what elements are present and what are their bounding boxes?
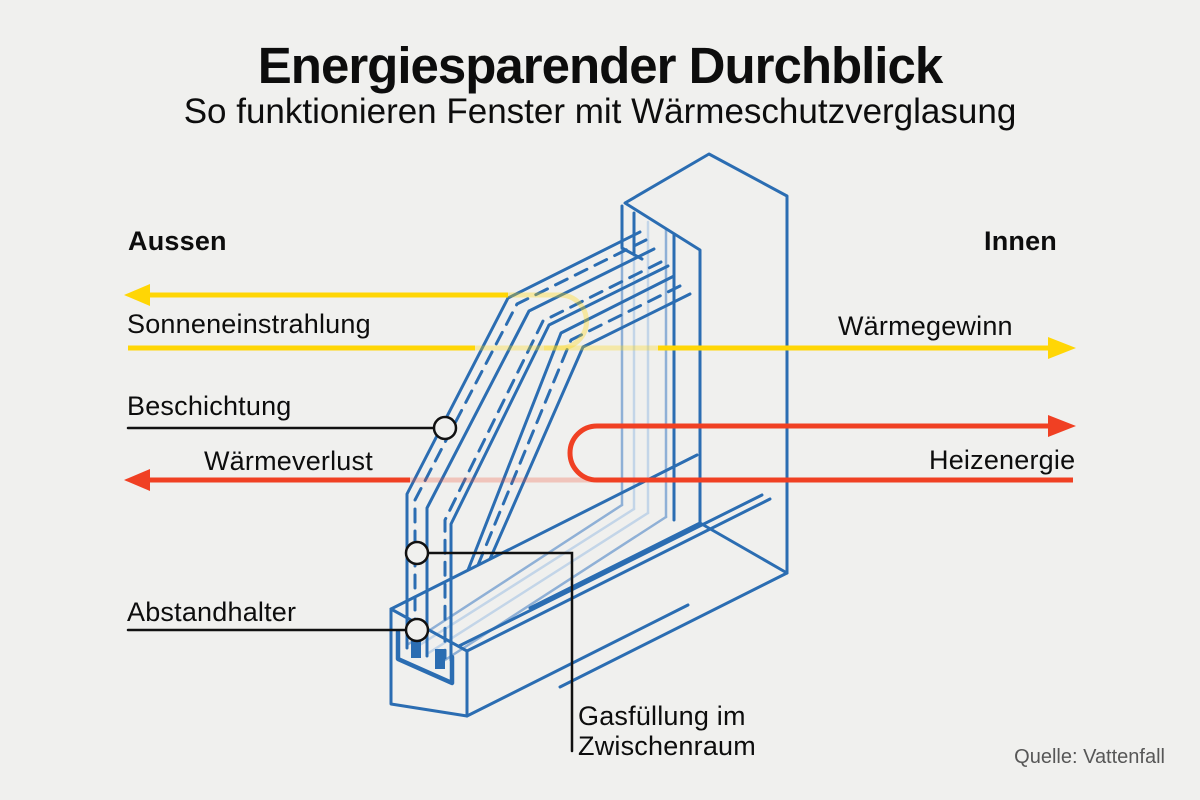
- frame-bottom-edge: [558, 571, 789, 689]
- coating-dashed-line: [443, 260, 663, 660]
- spacer-label: Abstandhalter: [127, 597, 297, 627]
- source-credit: Quelle: Vattenfall: [1014, 746, 1165, 768]
- sill-glazing-groove: [395, 629, 455, 686]
- inside-label: Innen: [984, 226, 1057, 256]
- spacer-marker-ring: [404, 617, 430, 643]
- solar-radiation-label: Sonneneinstrahlung: [127, 309, 371, 339]
- solar-reflection-arrowhead: [124, 284, 150, 306]
- gas-marker-ring: [404, 540, 430, 566]
- glass-pane-line: [425, 247, 656, 658]
- coating-marker-ring: [432, 415, 458, 441]
- coating-dashed-line: [413, 238, 648, 652]
- callout-leaders: [126, 415, 574, 753]
- glass-pane-line: [405, 230, 642, 650]
- glass-pane-bottom-edge: [413, 507, 636, 650]
- spacer-bar: [435, 649, 445, 669]
- coating-dashed-line: [476, 284, 682, 567]
- glass-pane-bottom-edge: [405, 503, 624, 647]
- gas-fill-label: Gasfüllung im Zwischenraum: [578, 701, 756, 761]
- heat-flow: [124, 415, 1076, 491]
- coating-label: Beschichtung: [127, 391, 292, 421]
- heat-loss-arrowhead: [124, 469, 150, 491]
- glass-pane-bottom-edge: [443, 515, 668, 662]
- glass-pane-line: [449, 264, 670, 662]
- frame-post: [623, 152, 789, 575]
- glass-pane-line: [466, 274, 676, 572]
- glass-pane-line: [488, 292, 692, 561]
- spacer-bar: [411, 638, 421, 658]
- glazing-band: [405, 230, 692, 662]
- heat-gain-arrowhead: [1048, 337, 1076, 359]
- heat-gain-label: Wärmegewinn: [838, 311, 1013, 341]
- page-title: Energiesparender Durchblick: [257, 37, 943, 94]
- heating-energy-label: Heizenergie: [929, 445, 1076, 475]
- sill-top-right-edge-inner: [457, 493, 764, 648]
- spacer-bars: [411, 638, 445, 669]
- solar-flow: [124, 284, 1076, 359]
- heat-loss-label: Wärmeverlust: [204, 446, 373, 476]
- glass-pane-bottom-edge: [425, 511, 650, 656]
- sill-top-right-edge: [465, 497, 772, 653]
- frame-notch: [620, 204, 644, 261]
- frame-bottom-edge: [528, 521, 702, 610]
- heat-return-cap: [567, 423, 598, 483]
- page-subtitle: So funktionieren Fenster mit Wärmeschutz…: [183, 92, 1017, 131]
- solar-reflection-arc: [505, 292, 589, 351]
- outside-label: Aussen: [128, 226, 227, 256]
- sill-bottom-edge: [465, 603, 690, 718]
- gas-leader-line: [427, 551, 574, 753]
- heat-return-arrowhead: [1048, 415, 1076, 437]
